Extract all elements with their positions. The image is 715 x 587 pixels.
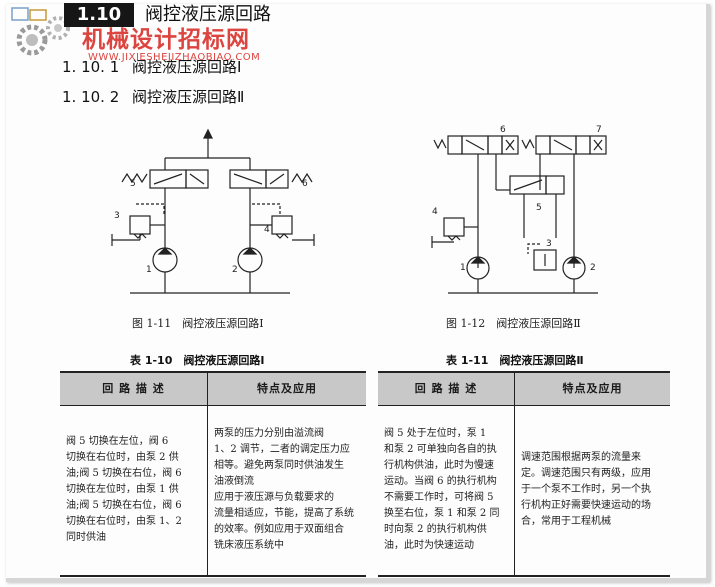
component-label: 6 [302, 179, 308, 189]
cell-line: 行机构正好需要快速运动的场 [521, 500, 651, 512]
cell-line: 相等。避免两泵同时供油发生 [214, 460, 344, 472]
cell-line: 换至右位，泵 1 和泵 2 同 [384, 508, 500, 520]
component-label: 5 [130, 179, 136, 189]
cell-line: 合，常用于工程机械 [521, 516, 611, 528]
section-title: 阀控液压源回路 [145, 4, 271, 25]
figure-caption: 图 1-12 阀控液压源回路Ⅱ [446, 317, 581, 330]
component-label: 3 [114, 211, 120, 221]
watermark-url: WWW.JIXIESHEJIZHAOBIAO.COM [88, 52, 261, 63]
column-header: 回 路 描 述 [378, 371, 515, 406]
component-label: 3 [546, 239, 552, 249]
cell-line: 切换在右位时，由泵 2 供 [66, 452, 179, 464]
description-cell: 阀 5 处于左位时，泵 1 和泵 2 可单独向各自的执 行机构供油，此时为慢速 … [378, 405, 515, 577]
cell-line: 定。调速范围只有两级，应用 [521, 468, 651, 480]
cell-line: 铣床液压系统中 [214, 540, 284, 552]
cell-line: 油;阀 5 切换在右位，阀 6 [66, 500, 182, 512]
cell-line: 切换在右位时，由泵 1、2 [66, 516, 182, 528]
cell-line: 1、2 调节，二者的调定压力应 [214, 444, 350, 456]
cell-line: 调速范围根据两泵的流量来 [521, 452, 641, 464]
subsection-number: 1. 10. 1 [62, 58, 120, 76]
cell-line: 阀 5 切换在左位，阀 6 [66, 436, 169, 448]
subsection-heading: 1. 10. 2 阀控液压源回路Ⅱ [62, 86, 244, 107]
subsection-heading: 1. 10. 1 阀控液压源回路Ⅰ [62, 56, 241, 77]
component-label: 2 [590, 263, 596, 273]
component-label: 1 [460, 263, 466, 273]
table-caption: 表 1-11 阀控液压源回路Ⅱ [446, 354, 584, 367]
section-number: 1.10 [64, 3, 134, 27]
cell-line: 油液倒流 [214, 476, 254, 488]
component-label: 2 [232, 265, 238, 275]
column-header: 特点及应用 [207, 371, 366, 406]
hydraulic-circuit-diagram-1: 5 6 3 4 1 2 [111, 128, 315, 294]
application-cell: 两泵的压力分别由溢流阀 1、2 调节，二者的调定压力应 相等。避免两泵同时供油发… [207, 405, 366, 577]
subsection-title: 阀控液压源回路Ⅰ [132, 58, 242, 76]
cell-line: 的效率。例如应用于双面组合 [214, 524, 344, 536]
cell-line: 油，此时为快速运动 [384, 540, 474, 552]
cell-line: 切换在左位时，由泵 1 供 [66, 484, 179, 496]
subsection-title: 阀控液压源回路Ⅱ [132, 88, 245, 106]
cell-line: 油;阀 5 切换在右位，阀 6 [66, 468, 182, 480]
component-label: 4 [432, 207, 438, 217]
cell-line: 时向泵 2 的执行机构供 [384, 524, 487, 536]
cell-line: 阀 5 处于左位时，泵 1 [384, 428, 487, 440]
table-caption: 表 1-10 阀控液压源回路Ⅰ [130, 354, 265, 367]
cell-line: 运动。当阀 6 的执行机构 [384, 476, 497, 488]
cell-line: 两泵的压力分别由溢流阀 [214, 428, 324, 440]
gear-logo-icon [11, 7, 70, 56]
cell-line: 不需要工作时，可将阀 5 [384, 492, 494, 504]
component-label: 1 [146, 265, 152, 275]
component-label: 4 [264, 225, 270, 235]
watermark-text: 机械设计招标网 [82, 27, 250, 53]
component-label: 5 [536, 203, 542, 213]
component-label: 6 [500, 125, 506, 135]
cell-line: 流量相适应，节能，提高了系统 [214, 508, 354, 520]
cell-line: 和泵 2 可单独向各自的执 [384, 444, 497, 456]
column-header: 特点及应用 [514, 371, 670, 406]
cell-line: 应用于液压源与负载要求的 [214, 492, 334, 504]
hydraulic-circuit-diagram-2: 6 7 5 4 3 1 2 [431, 125, 607, 294]
spec-table: 回 路 描 述 特点及应用 阀 5 处于左位时，泵 1 和泵 2 可单独向各自的… [378, 371, 670, 577]
application-cell: 调速范围根据两泵的流量来 定。调速范围只有两级，应用 于一个泵不工作时，另一个执… [514, 405, 670, 577]
subsection-number: 1. 10. 2 [62, 88, 120, 106]
cell-line: 行机构供油，此时为慢速 [384, 460, 494, 472]
watermark: 机械设计招标网 WWW.JIXIESHEJIZHAOBIAO.COM [10, 6, 270, 64]
cell-line: 同时供油 [66, 532, 106, 544]
figure-caption: 图 1-11 阀控液压源回路Ⅰ [132, 317, 264, 330]
spec-table: 回 路 描 述 特点及应用 阀 5 切换在左位，阀 6 切换在右位时，由泵 2 … [60, 371, 366, 577]
cell-line: 于一个泵不工作时，另一个执 [521, 484, 651, 496]
component-label: 7 [596, 125, 602, 135]
description-cell: 阀 5 切换在左位，阀 6 切换在右位时，由泵 2 供 油;阀 5 切换在右位，… [60, 405, 208, 577]
column-header: 回 路 描 述 [60, 371, 208, 406]
